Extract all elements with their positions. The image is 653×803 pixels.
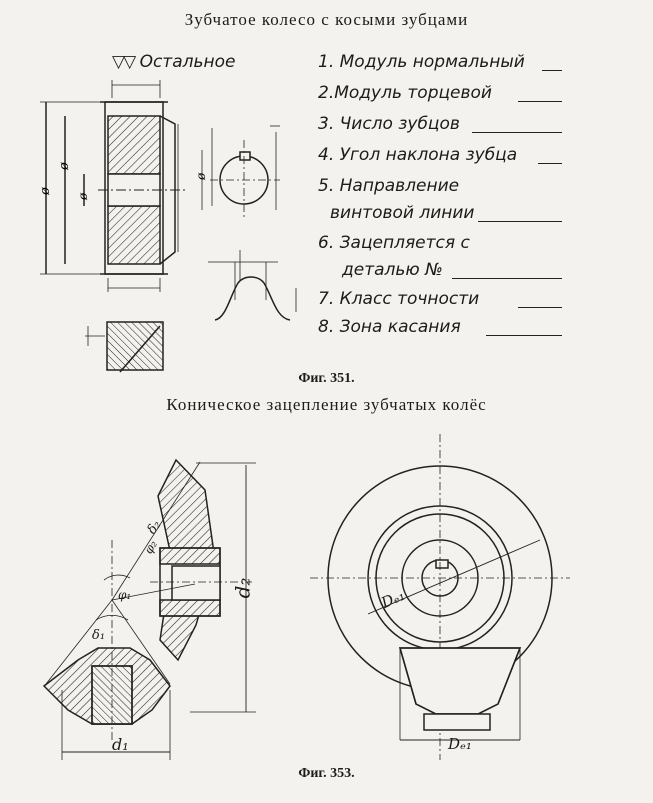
roughness-note: ▽▽ Остальное	[112, 52, 235, 72]
fig351-title: Зубчатое колесо с косыми зубцами	[184, 10, 469, 29]
bevel-gear-front-view	[310, 434, 570, 760]
svg-text:ø: ø	[57, 162, 72, 171]
bore-keyway-drawing	[201, 125, 280, 220]
label-d2: d₂	[230, 577, 255, 599]
spec-3-blank	[472, 132, 562, 133]
spec-8: 8. Зона касания	[318, 317, 461, 337]
spec-3: 3. Число зубцов	[318, 114, 460, 134]
fig353-title: Коническое зацепление зубчатых колёс	[166, 395, 487, 414]
gear-section-drawing	[40, 80, 185, 292]
helix-section-drawing	[85, 321, 164, 373]
roughness-label: Остальное	[139, 52, 236, 72]
spec-1: 1. Модуль нормальный	[318, 52, 525, 72]
spec-7: 7. Класс точности	[318, 289, 480, 309]
spec-1-blank	[542, 70, 562, 71]
spec-4-blank	[538, 163, 562, 164]
roughness-icon: ▽▽	[112, 52, 136, 72]
label-phi1: φ₁	[118, 588, 132, 602]
tooth-profile-drawing	[208, 250, 297, 321]
spec-5b: винтовой линии	[330, 203, 475, 223]
spec-5-blank	[478, 221, 562, 222]
label-d1: d₁	[112, 735, 129, 754]
label-delta1: δ₁	[92, 628, 106, 643]
spec-4: 4. Угол наклона зубца	[318, 145, 518, 165]
spec-6-blank	[452, 278, 562, 279]
spec-6: 6. Зацепляется с	[318, 233, 470, 253]
spec-6b: деталью №	[342, 260, 443, 280]
label-de1-bottom: Dₑ₁	[448, 735, 472, 753]
fig351-caption: Фиг. 351.	[298, 371, 355, 386]
svg-text:ø: ø	[38, 187, 53, 196]
spec-8-blank	[486, 335, 562, 336]
spec-5: 5. Направление	[318, 176, 460, 196]
svg-text:ø: ø	[76, 192, 90, 201]
spec-7-blank	[518, 307, 562, 308]
svg-text:ø: ø	[194, 172, 208, 181]
fig353-caption: Фиг. 353.	[298, 766, 355, 781]
spec-2-blank	[518, 101, 562, 102]
bevel-mesh-side-view	[42, 458, 256, 760]
spec-2: 2.Модуль торцевой	[318, 83, 492, 103]
